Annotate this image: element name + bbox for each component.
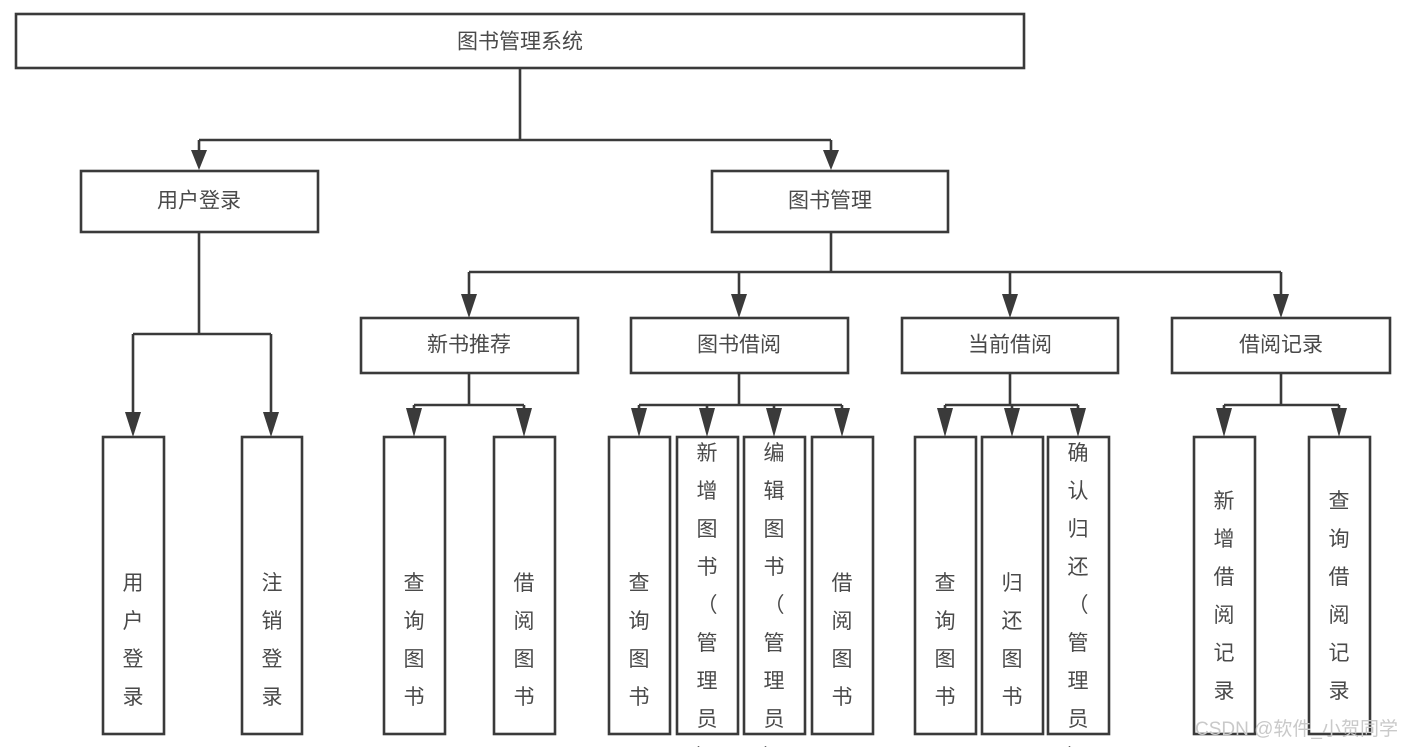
arrow-icon-bm-current-borrow bbox=[1002, 294, 1018, 318]
node-new-book-recommend-box[interactable] bbox=[359, 316, 580, 375]
arrow-icon-bm-book-borrow bbox=[731, 294, 747, 318]
node-book-management[interactable]: 图书管理 bbox=[710, 169, 950, 234]
node-borrow-record[interactable]: 借阅记录 bbox=[1170, 316, 1392, 375]
node-leaf-edit-book[interactable]: 编辑图书（管理员） bbox=[742, 435, 807, 747]
node-leaf-return-book[interactable]: 归还图书 bbox=[980, 435, 1045, 736]
arrow-icon-bm-borrow-record bbox=[1273, 294, 1289, 318]
node-leaf-user-login[interactable]: 用户登录 bbox=[101, 435, 166, 736]
connector-group-book-management bbox=[461, 232, 1289, 318]
watermark-text: CSDN @软件_小贺同学 bbox=[1195, 718, 1398, 740]
node-leaf-user-logout[interactable]: 注销登录 bbox=[240, 435, 304, 736]
node-leaf-query-book-3-label: 查询图书 bbox=[935, 572, 956, 709]
node-root-label: 图书管理系统 bbox=[457, 31, 583, 54]
node-book-borrow[interactable]: 图书借阅 bbox=[629, 316, 850, 375]
arrow-icon-nbr-leaf-1 bbox=[406, 408, 422, 437]
arrow-icon-bb-leaf-1 bbox=[631, 408, 647, 437]
node-leaf-add-book[interactable]: 新增图书（管理员） bbox=[675, 435, 740, 747]
arrow-icon-root-user-login bbox=[191, 150, 207, 170]
connector-group-borrow-record bbox=[1216, 373, 1347, 437]
connector-group-book-borrow bbox=[631, 373, 850, 437]
node-leaf-borrow-book-2[interactable]: 借阅图书 bbox=[810, 435, 875, 736]
node-leaf-query-book-1-box[interactable] bbox=[382, 435, 447, 736]
node-leaf-query-book-2-box[interactable] bbox=[607, 435, 672, 736]
node-leaf-confirm-return[interactable]: 确认归还（管理员） bbox=[1046, 435, 1111, 747]
node-book-borrow-label: 图书借阅 bbox=[697, 334, 781, 357]
node-borrow-record-box[interactable] bbox=[1170, 316, 1392, 375]
arrow-icon-cb-leaf-1 bbox=[937, 408, 953, 437]
node-leaf-return-book-label: 归还图书 bbox=[1002, 572, 1023, 709]
node-leaf-user-logout-box[interactable] bbox=[240, 435, 304, 736]
node-leaf-confirm-return-box[interactable] bbox=[1046, 435, 1111, 736]
node-leaf-query-book-3[interactable]: 查询图书 bbox=[913, 435, 978, 736]
arrow-icon-bb-leaf-4 bbox=[834, 408, 850, 437]
node-current-borrow-box[interactable] bbox=[900, 316, 1120, 375]
arrow-icon-user-login-leaf-1 bbox=[125, 412, 141, 437]
node-book-management-label: 图书管理 bbox=[788, 190, 872, 213]
node-leaf-add-record[interactable]: 新增借阅记录 bbox=[1192, 435, 1257, 736]
node-new-book-recommend-label: 新书推荐 bbox=[427, 334, 511, 357]
node-leaf-borrow-book-2-label: 借阅图书 bbox=[832, 572, 853, 709]
node-leaf-edit-book-label: 编辑图书（管理员） bbox=[764, 442, 785, 747]
node-leaf-confirm-return-label: 确认归还（管理员） bbox=[1068, 442, 1089, 747]
node-leaf-query-book-1[interactable]: 查询图书 bbox=[382, 435, 447, 736]
node-leaf-user-logout-label: 注销登录 bbox=[262, 572, 283, 709]
node-leaf-query-book-2-label: 查询图书 bbox=[629, 572, 650, 709]
node-new-book-recommend[interactable]: 新书推荐 bbox=[359, 316, 580, 375]
arrow-icon-nbr-leaf-2 bbox=[516, 408, 532, 437]
node-leaf-borrow-book-1[interactable]: 借阅图书 bbox=[492, 435, 557, 736]
arrow-icon-bb-leaf-3 bbox=[766, 408, 782, 437]
arrow-icon-cb-leaf-3 bbox=[1070, 408, 1086, 437]
node-leaf-add-book-label: 新增图书（管理员） bbox=[697, 442, 718, 747]
arrow-icon-bm-new-book-recommend bbox=[461, 294, 477, 318]
node-root[interactable]: 图书管理系统 bbox=[14, 12, 1026, 70]
node-current-borrow-label: 当前借阅 bbox=[968, 334, 1052, 357]
node-book-borrow-box[interactable] bbox=[629, 316, 850, 375]
node-user-login-label: 用户登录 bbox=[157, 190, 241, 213]
node-book-management-box[interactable] bbox=[710, 169, 950, 234]
arrow-icon-root-book-management bbox=[823, 150, 839, 170]
node-leaf-borrow-book-1-label: 借阅图书 bbox=[514, 572, 535, 709]
node-leaf-return-book-box[interactable] bbox=[980, 435, 1045, 736]
arrow-icon-br-leaf-1 bbox=[1216, 408, 1232, 437]
connector-group-current-borrow bbox=[937, 373, 1086, 437]
node-leaf-query-book-3-box[interactable] bbox=[913, 435, 978, 736]
node-leaf-add-record-box[interactable] bbox=[1192, 435, 1257, 736]
node-leaf-borrow-book-1-box[interactable] bbox=[492, 435, 557, 736]
arrow-icon-user-login-leaf-2 bbox=[263, 412, 279, 437]
node-leaf-query-record-box[interactable] bbox=[1307, 435, 1372, 736]
node-leaf-add-record-label: 新增借阅记录 bbox=[1214, 490, 1235, 703]
arrow-icon-bb-leaf-2 bbox=[699, 408, 715, 437]
node-leaf-user-login-box[interactable] bbox=[101, 435, 166, 736]
connector-group-new-book-recommend bbox=[406, 373, 532, 437]
node-leaf-user-login-label: 用户登录 bbox=[123, 572, 144, 709]
node-current-borrow[interactable]: 当前借阅 bbox=[900, 316, 1120, 375]
arrow-icon-cb-leaf-2 bbox=[1004, 408, 1020, 437]
node-leaf-edit-book-box[interactable] bbox=[742, 435, 807, 736]
node-root-box[interactable] bbox=[14, 12, 1026, 70]
node-leaf-borrow-book-2-box[interactable] bbox=[810, 435, 875, 736]
node-leaf-query-record[interactable]: 查询借阅记录 bbox=[1307, 435, 1372, 736]
node-leaf-query-book-1-label: 查询图书 bbox=[404, 572, 425, 709]
connector-group-root bbox=[191, 68, 839, 170]
connector-group-user-login bbox=[125, 232, 279, 437]
node-user-login-box[interactable] bbox=[79, 169, 320, 234]
node-borrow-record-label: 借阅记录 bbox=[1239, 334, 1323, 357]
arrow-icon-br-leaf-2 bbox=[1331, 408, 1347, 437]
node-user-login[interactable]: 用户登录 bbox=[79, 169, 320, 234]
node-leaf-query-record-label: 查询借阅记录 bbox=[1329, 490, 1350, 703]
node-leaf-add-book-box[interactable] bbox=[675, 435, 740, 736]
node-leaf-query-book-2[interactable]: 查询图书 bbox=[607, 435, 672, 736]
